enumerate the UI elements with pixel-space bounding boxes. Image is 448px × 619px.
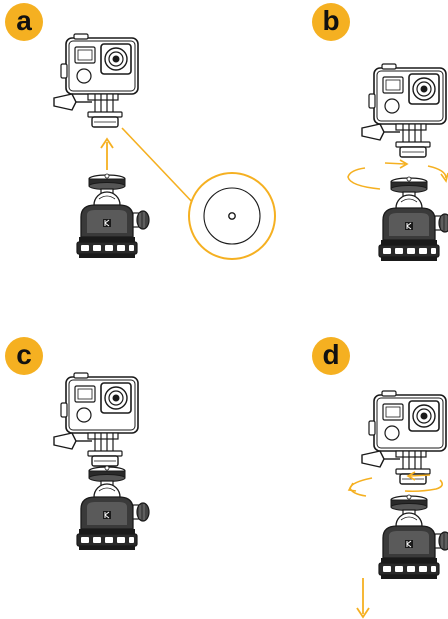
step-badge-b: b [312,3,350,41]
action-camera-icon [361,390,447,485]
ball-head-icon [76,465,150,551]
action-camera-icon [361,63,447,158]
action-camera-icon [53,372,139,467]
ball-head-icon [76,173,150,259]
ball-head-icon [378,176,448,262]
ball-head-icon [378,494,448,580]
step-badge-a: a [5,3,43,41]
action-camera-icon [53,33,139,128]
panel-a [53,33,276,260]
step-badge-c: c [5,337,43,375]
rotate-arrows-icon [347,471,444,497]
panel-d [347,390,448,619]
mount-hole-detail-icon [188,172,276,260]
callout-line [121,127,196,206]
rotate-arrows-icon [347,159,448,190]
panel-b [347,63,448,262]
panel-c [53,372,150,551]
arrow-down-icon [356,578,370,619]
step-badge-d: d [312,337,350,375]
arrow-up-icon [100,137,114,170]
